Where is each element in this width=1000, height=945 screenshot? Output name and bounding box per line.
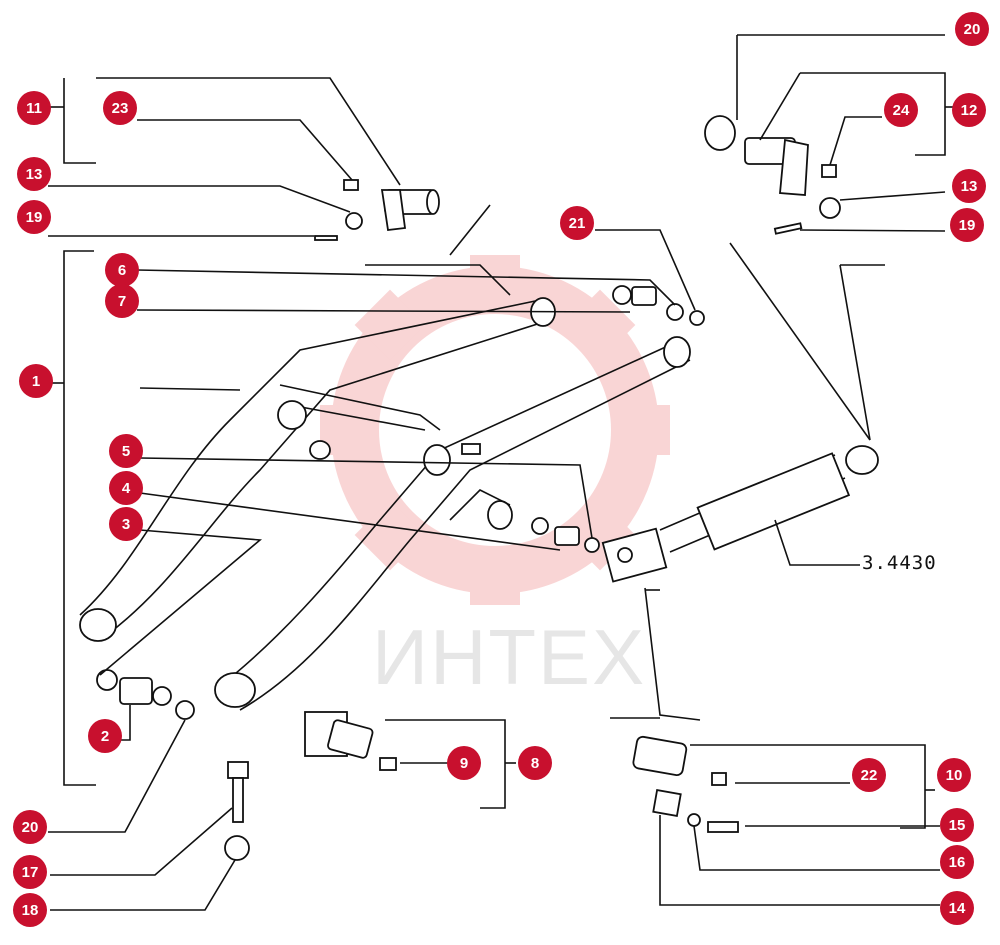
callout-11[interactable]: 11 [17,91,51,125]
callout-2[interactable]: 2 [88,719,122,753]
leader-lines [48,34,960,911]
callout-15[interactable]: 15 [940,808,974,842]
watermark-text: ИНТЕХ [372,613,647,701]
callout-18[interactable]: 18 [13,893,47,927]
callout-17[interactable]: 17 [13,855,47,889]
callout-8[interactable]: 8 [518,746,552,780]
watermark-gear-icon [320,255,670,605]
callout-19-right[interactable]: 19 [950,208,984,242]
callout-1[interactable]: 1 [19,364,53,398]
callout-12[interactable]: 12 [952,93,986,127]
callout-22[interactable]: 22 [852,758,886,792]
callout-19[interactable]: 19 [17,200,51,234]
hydraulic-cylinder [601,445,879,583]
callout-6[interactable]: 6 [105,253,139,287]
callout-13[interactable]: 13 [17,157,51,191]
callout-13-right[interactable]: 13 [952,169,986,203]
callout-3[interactable]: 3 [109,507,143,541]
bushings-middle [461,285,705,553]
callout-10[interactable]: 10 [937,758,971,792]
callout-20-left[interactable]: 20 [13,810,47,844]
callout-14[interactable]: 14 [940,891,974,925]
pin-assembly-left [314,179,440,241]
callout-21[interactable]: 21 [560,206,594,240]
callout-4[interactable]: 4 [109,471,143,505]
callout-5[interactable]: 5 [109,434,143,468]
callout-9[interactable]: 9 [447,746,481,780]
callout-20-right[interactable]: 20 [955,12,989,46]
callout-24[interactable]: 24 [884,93,918,127]
pin-lower-right [632,735,739,833]
pin-assembly-right [704,115,841,235]
callout-16[interactable]: 16 [940,845,974,879]
assembly-reference-label: 3.4430 [862,552,937,574]
pin-lower [224,711,397,861]
callout-7[interactable]: 7 [105,284,139,318]
boom-arms [79,297,691,711]
callout-23[interactable]: 23 [103,91,137,125]
bushings-lower-left [96,669,195,720]
